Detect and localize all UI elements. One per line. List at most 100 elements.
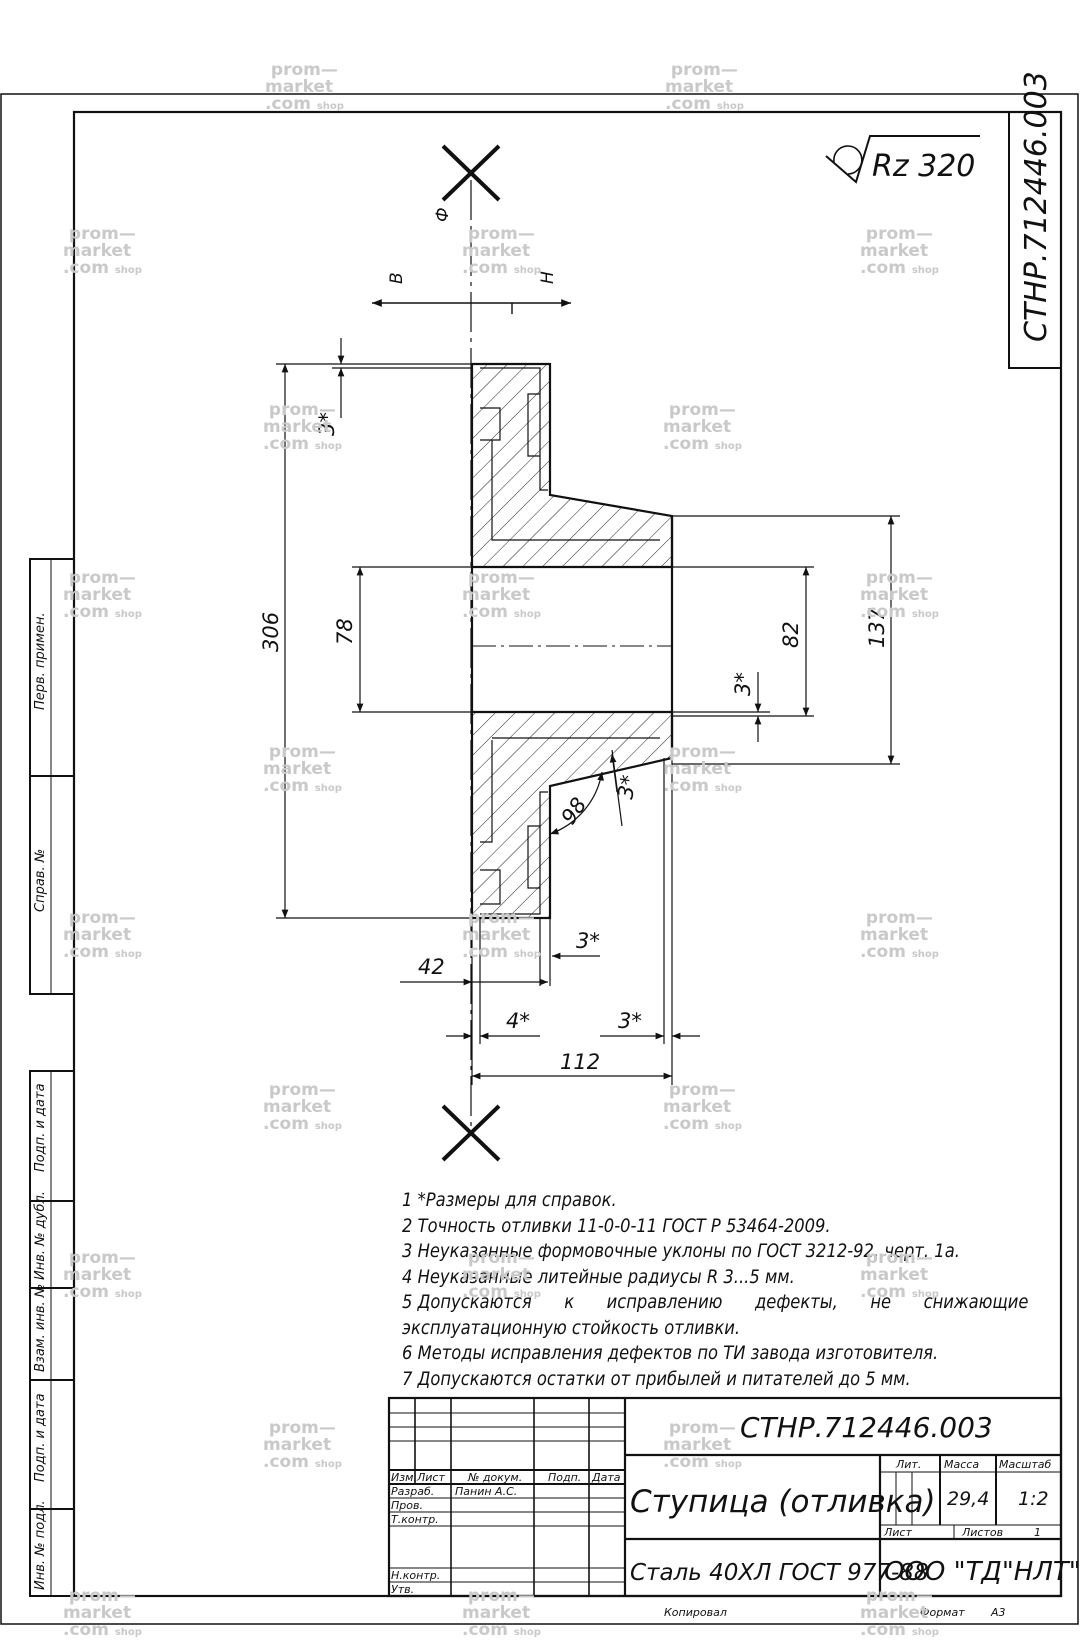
note-6: 6 Методы исправления дефектов по ТИ заво… — [402, 1342, 939, 1364]
tb-header-izm: Изм. — [391, 1471, 417, 1484]
watermark-logo: prom—market.com shop — [462, 224, 541, 278]
watermark-logo: prom—market.com shop — [63, 1586, 142, 1640]
tb-drawing-number: СТНР.712446.003 — [740, 1411, 993, 1444]
dim-78: 78 — [333, 618, 357, 645]
technical-notes: 1 *Размеры для справок. 2 Точность отлив… — [402, 1188, 1030, 1392]
tb-sheets-label: Листов — [961, 1526, 1003, 1539]
note-5-word: снижающие — [923, 1291, 1029, 1313]
side-ref-no: Справ. № — [33, 849, 48, 912]
side-inv-replace: Взам. инв. № — [33, 1284, 48, 1372]
dim-137: 137 — [865, 607, 889, 648]
tb-row-tkontr: Т.контр. — [391, 1513, 439, 1526]
note-7: 7 Допускаются остатки от прибылей и пита… — [402, 1367, 911, 1390]
tb-mass-label: Масса — [944, 1458, 979, 1471]
vertical-drawing-number: СТНР.712446.003 — [1019, 71, 1054, 342]
note-5-word: дефекты, — [754, 1291, 838, 1313]
tb-row-razrab: Разраб. — [391, 1485, 434, 1498]
parting-arrows — [372, 299, 571, 314]
note-3: 3 Неуказанные формовочные уклоны по ГОСТ… — [402, 1240, 960, 1262]
tb-row-utv: Утв. — [391, 1583, 414, 1596]
watermark-logo: prom—market.com shop — [665, 60, 744, 114]
dimension-lines — [276, 338, 900, 1085]
dim-112: 112 — [560, 1050, 600, 1074]
title-block — [387, 1396, 1063, 1598]
tb-developer: Панин А.С. — [455, 1485, 517, 1498]
watermark-logo: prom—market.com shop — [663, 1418, 742, 1472]
outer-frame — [0, 93, 1079, 1625]
tb-scale-label: Масштаб — [999, 1458, 1051, 1471]
dim-82: 82 — [779, 621, 803, 648]
watermark-logo: prom—market.com shop — [63, 908, 142, 962]
watermark-logo: prom—market.com shop — [265, 60, 344, 114]
watermark-logo: prom—market.com shop — [63, 224, 142, 278]
watermark-logo: prom—market.com shop — [263, 1080, 342, 1134]
watermark-logo: prom—market.com shop — [263, 742, 342, 796]
note-5-cont: эксплуатационную стойкость отливки. — [402, 1316, 741, 1339]
watermark-logo: prom—market.com shop — [63, 1248, 142, 1302]
dim-3-flange: 3* — [576, 929, 600, 953]
dim-3-bottom: 3* — [618, 1009, 642, 1033]
label-phi: Ф — [433, 207, 453, 222]
tb-part-title: Ступица (отливка) — [630, 1484, 936, 1520]
watermark-logo: prom—market.com shop — [860, 224, 939, 278]
tb-row-prov: Пров. — [391, 1499, 423, 1512]
watermark-logo: prom—market.com shop — [663, 1080, 742, 1134]
watermark-logo: prom—market.com shop — [663, 400, 742, 454]
note-1: 1 *Размеры для справок. — [402, 1189, 617, 1211]
tb-header-date: Дата — [591, 1471, 621, 1484]
watermark-logo: prom—market.com shop — [462, 568, 541, 622]
watermark-logo: prom—market.com shop — [63, 568, 142, 622]
watermark-logo: prom—market.com shop — [860, 908, 939, 962]
dim-3-mid: 3* — [731, 672, 755, 696]
tb-mass-value: 29,4 — [947, 1488, 989, 1510]
note-4: 4 Неуказанные литейные радиусы R 3...5 м… — [402, 1265, 795, 1288]
roughness-symbol — [825, 135, 980, 184]
tb-header-list: Лист — [416, 1471, 445, 1484]
tb-material: Сталь 40ХЛ ГОСТ 977-88 — [630, 1560, 929, 1586]
watermark-logo: prom—market.com shop — [263, 400, 342, 454]
tb-sheet-label: Лист — [883, 1526, 912, 1539]
side-columns — [29, 558, 75, 1597]
dim-4: 4* — [506, 1009, 530, 1033]
note-5-word: исправлению — [606, 1291, 723, 1313]
dim-42: 42 — [418, 955, 445, 979]
roughness-value: Rz 320 — [872, 149, 975, 184]
label-v: В — [387, 272, 407, 284]
tb-scale-value: 1:2 — [1018, 1488, 1049, 1510]
side-dup-inv: Инв. № дубл. — [33, 1191, 48, 1280]
dim-3-slope: 3* — [613, 773, 641, 801]
tb-header-doc: № докум. — [467, 1471, 522, 1484]
tb-sheets-value: 1 — [1034, 1526, 1041, 1539]
tb-format-label: Формат — [920, 1606, 965, 1619]
side-first-use: Перв. примен. — [33, 612, 48, 710]
watermark-logo: prom—market.com shop — [462, 1248, 541, 1302]
part-section-upper — [470, 362, 674, 569]
note-5-word: к — [564, 1291, 575, 1313]
tb-company: ООО "ТД"НЛТ" — [884, 1557, 1080, 1587]
tb-lit-label: Лит. — [895, 1458, 921, 1471]
watermark-logo: prom—market.com shop — [263, 1418, 342, 1472]
side-sign-date-1: Подп. и дата — [33, 1083, 48, 1172]
bore — [470, 516, 674, 758]
watermark-logo: prom—market.com shop — [860, 568, 939, 622]
dim-98: 98 — [556, 793, 591, 829]
tb-row-nkontr: Н.контр. — [391, 1569, 440, 1582]
note-5: 5 Допускаются к исправлению дефекты, не … — [402, 1290, 1028, 1316]
tb-format-value: А3 — [990, 1606, 1006, 1619]
side-sign-date-2: Подп. и дата — [33, 1393, 48, 1482]
tb-header-sign: Подп. — [548, 1471, 581, 1484]
note-5-word: 5 Допускаются — [402, 1291, 532, 1313]
tb-copied: Копировал — [664, 1606, 727, 1619]
note-2: 2 Точность отливки 11-0-0-11 ГОСТ Р 5346… — [402, 1214, 831, 1237]
dim-3-top: 3* — [315, 412, 339, 436]
dim-306: 306 — [259, 612, 283, 652]
watermark-logo: prom—market.com shop — [663, 742, 742, 796]
watermark-logo: prom—market.com shop — [860, 1248, 939, 1302]
label-h: Н — [538, 271, 558, 284]
side-orig-inv: Инв. № подл. — [33, 1500, 48, 1590]
watermark-logo: prom—market.com shop — [462, 908, 541, 962]
watermark-logo: prom—market.com shop — [860, 1586, 939, 1640]
note-5-word: не — [870, 1291, 892, 1313]
watermark-logo: prom—market.com shop — [462, 1586, 541, 1640]
